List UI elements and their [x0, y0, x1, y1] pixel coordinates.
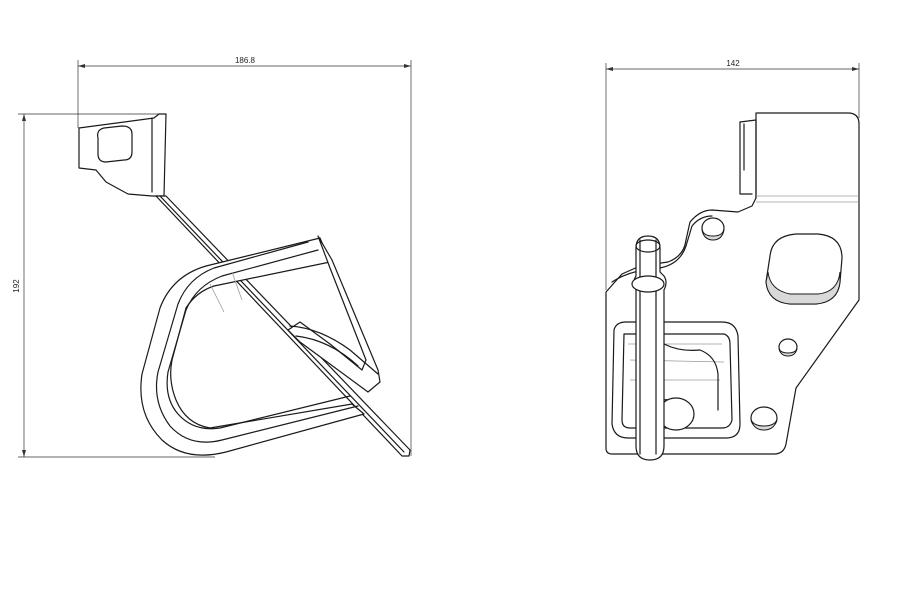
bracket-tab-hole [97, 125, 133, 163]
side-view: 186.8 192 [12, 56, 412, 458]
side-height-label: 192 [12, 279, 21, 293]
front-view: 142 [605, 59, 860, 461]
front-width-label: 142 [726, 59, 740, 68]
gusset [287, 235, 381, 393]
side-width-label: 186.8 [235, 56, 256, 65]
side-width-dimension: 186.8 [77, 56, 412, 456]
front-width-dimension: 142 [605, 59, 860, 290]
side-height-dimension: 192 [12, 113, 215, 458]
